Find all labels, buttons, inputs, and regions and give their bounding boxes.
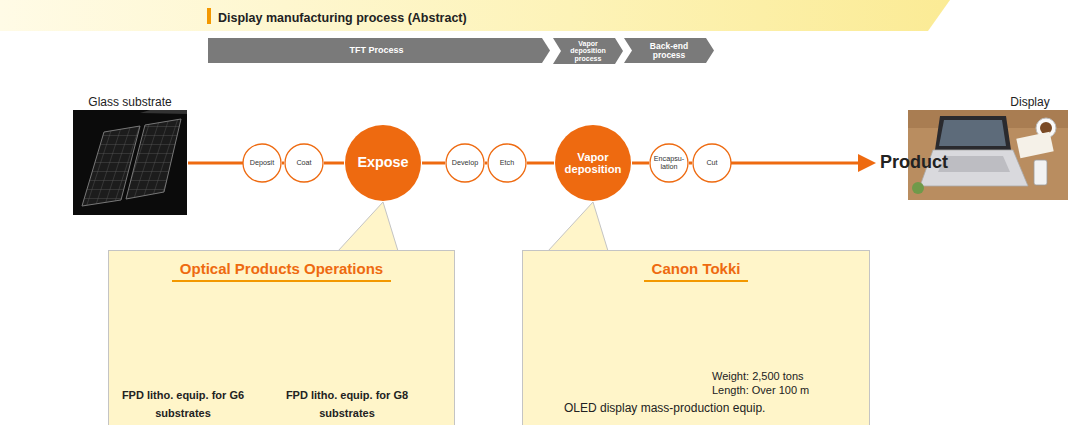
step-circle: Develop (445, 143, 485, 183)
callout-pointer (338, 202, 398, 251)
label-wrap: Glass substrate (60, 92, 200, 110)
node-label: Vapor deposition process (562, 40, 614, 62)
text-label: OLED display mass-production equip. (564, 401, 765, 415)
label-wrap: FPD litho. equip. for G8 substrates (272, 385, 422, 421)
flow-connector (282, 162, 284, 165)
node-label: TFT Process (349, 46, 403, 55)
label-wrap: FPD litho. equip. for G6 substrates (108, 385, 258, 421)
node-label: Etch (500, 159, 514, 167)
label-wrap: Length: Over 100 m (712, 380, 862, 398)
key-step-circle: Vapor deposition (554, 124, 632, 202)
key-step-circle: Expose (344, 124, 422, 202)
flow-connector (632, 162, 649, 165)
step-circle: Coat (284, 143, 324, 183)
flow-line (188, 162, 243, 165)
node-label: Vapor deposition (559, 151, 627, 176)
diagram-title: Display manufacturing process (Abstract) (218, 11, 467, 25)
step-circle: Deposit (242, 143, 282, 183)
process-stage-chevron: Back-end process (624, 38, 714, 63)
node-label: Deposit (250, 159, 274, 167)
title-wrap: Display manufacturing process (Abstract) (218, 8, 467, 26)
text-label: Length: Over 100 m (712, 384, 809, 396)
flow-connector (527, 162, 554, 165)
label-wrap: Display (995, 92, 1065, 110)
step-circle: Encapsu-lation (649, 143, 689, 183)
title-band (0, 0, 950, 31)
text-label: Glass substrate (88, 95, 171, 109)
glass-substrate-image (73, 110, 187, 215)
label-wrap: Product (880, 152, 960, 174)
process-stage-chevron: TFT Process (208, 38, 550, 63)
node-label: Cut (706, 159, 717, 167)
callout-box: Canon Tokki (522, 250, 870, 425)
text-label: Product (880, 152, 948, 172)
node-label: Back-end process (633, 42, 705, 60)
text-label: FPD litho. equip. for G8 substrates (286, 389, 408, 419)
node-label: Expose (357, 155, 408, 171)
step-circle: Cut (692, 143, 732, 183)
node-label: Coat (296, 159, 311, 167)
flow-connector (422, 162, 445, 165)
title-bar (207, 8, 211, 24)
flow-connector (324, 162, 344, 165)
process-stage-chevron: Vapor deposition process (553, 38, 623, 64)
step-circle: Etch (487, 143, 527, 183)
flow-connector (689, 162, 692, 165)
text-label: Weight: 2,500 tons (712, 370, 804, 382)
flow-line (731, 162, 862, 165)
callout-heading: Optical Products Operations (172, 260, 391, 282)
callout-heading: Canon Tokki (644, 260, 749, 282)
flow-connector (485, 162, 487, 165)
label-wrap: OLED display mass-production equip. (564, 398, 844, 416)
text-label: Display (1010, 95, 1049, 109)
node-label: Encapsu-lation (652, 155, 686, 171)
node-label: Develop (452, 159, 478, 167)
flow-arrowhead (858, 154, 876, 172)
callout-pointer (548, 202, 608, 251)
label-wrap: Weight: 2,500 tons (712, 366, 862, 384)
text-label: FPD litho. equip. for G6 substrates (122, 389, 244, 419)
